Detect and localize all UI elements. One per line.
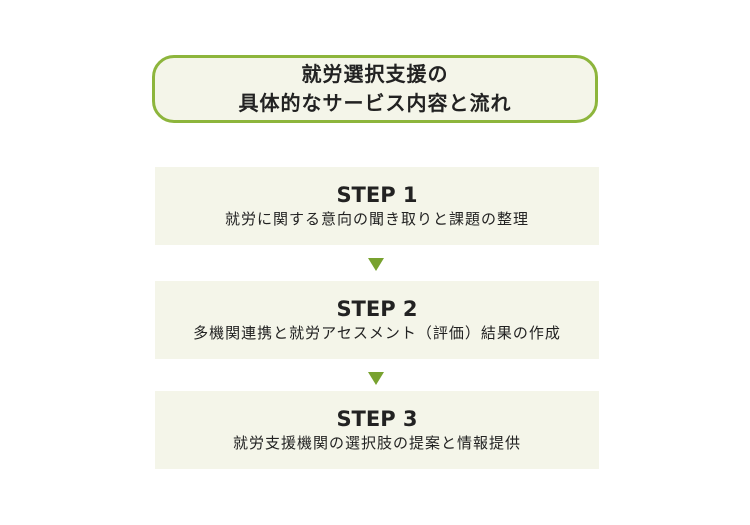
step-1-label: STEP 1 xyxy=(336,183,418,207)
step-3-label: STEP 3 xyxy=(336,407,418,431)
title-line-2: 具体的なサービス内容と流れ xyxy=(238,91,512,115)
title-line-1: 就労選択支援の xyxy=(301,62,449,86)
step-2-label: STEP 2 xyxy=(336,297,418,321)
step-2-box: STEP 2 多機関連携と就労アセスメント（評価）結果の作成 xyxy=(155,281,599,359)
step-3-box: STEP 3 就労支援機関の選択肢の提案と情報提供 xyxy=(155,391,599,469)
arrow-down-icon xyxy=(368,372,384,385)
diagram-title: 就労選択支援の 具体的なサービス内容と流れ xyxy=(152,55,598,123)
step-1-box: STEP 1 就労に関する意向の聞き取りと課題の整理 xyxy=(155,167,599,245)
step-2-description: 多機関連携と就労アセスメント（評価）結果の作成 xyxy=(193,324,561,342)
step-3-description: 就労支援機関の選択肢の提案と情報提供 xyxy=(232,434,521,452)
arrow-down-icon xyxy=(368,258,384,271)
step-1-description: 就労に関する意向の聞き取りと課題の整理 xyxy=(224,210,529,228)
